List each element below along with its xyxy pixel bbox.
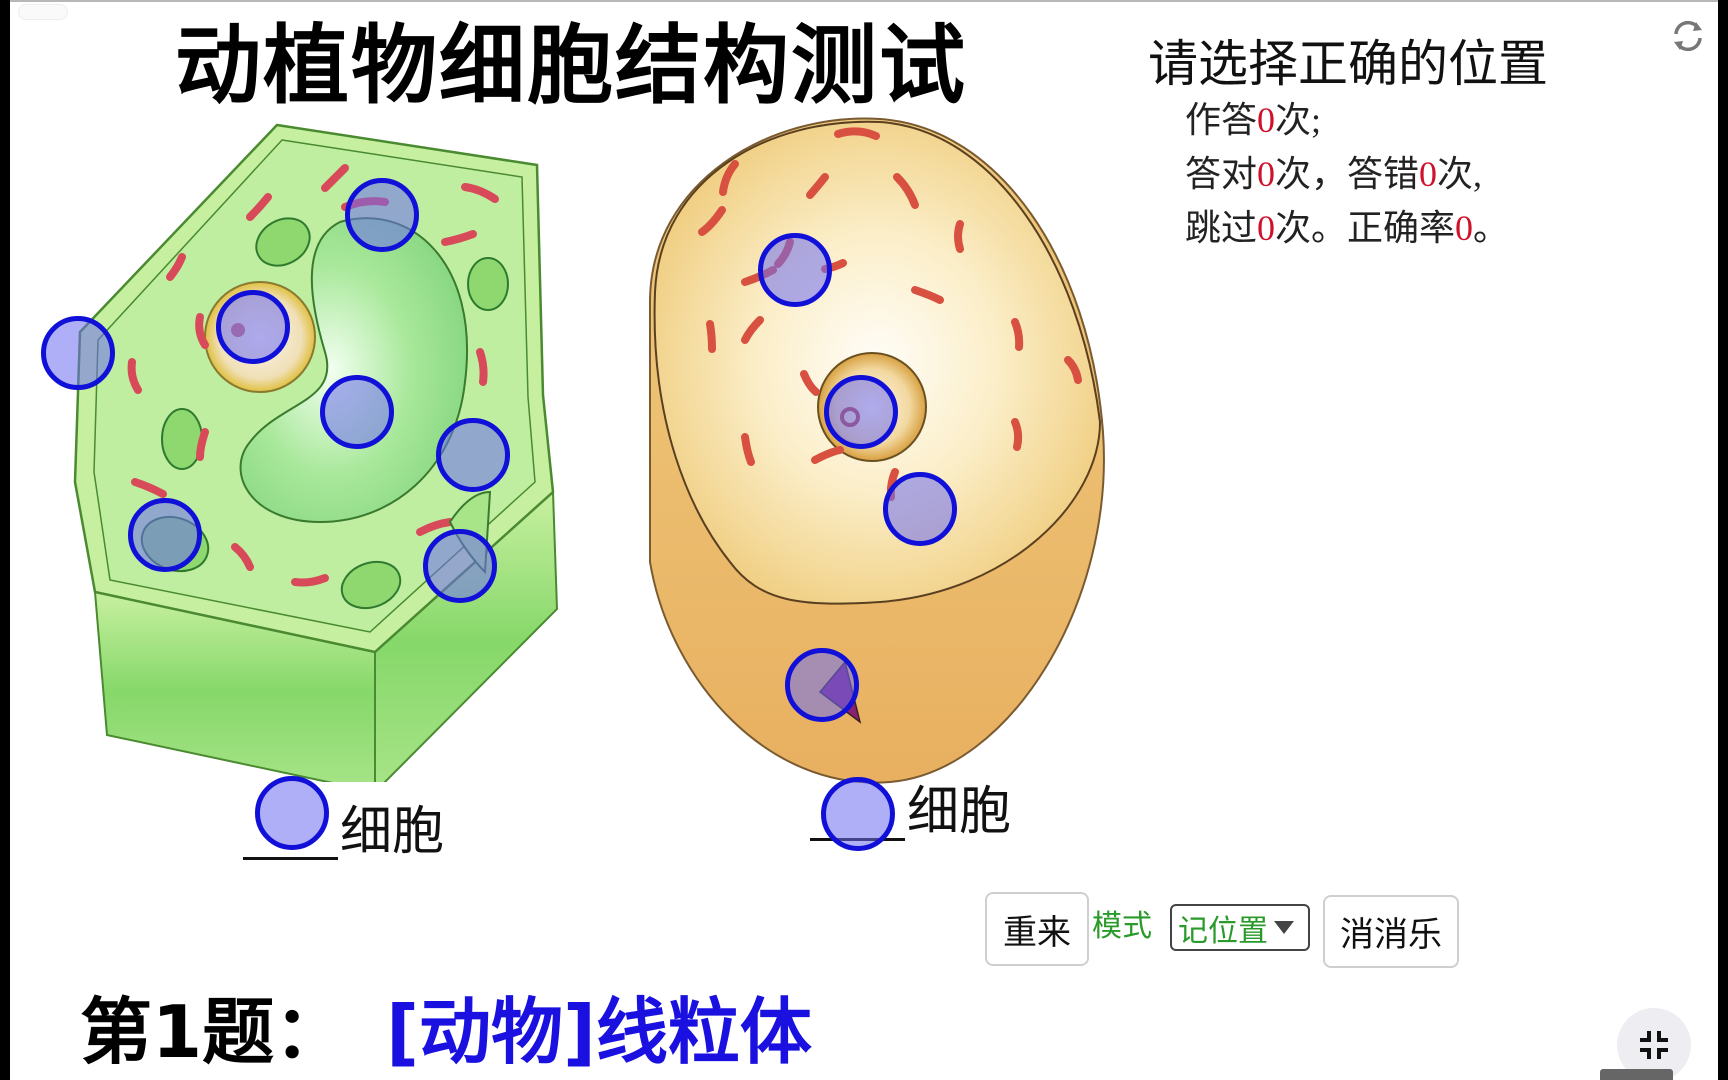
stats-line-answered: 作答0次; [1185, 98, 1321, 142]
stat-label: 答对 [1185, 154, 1258, 194]
mode-select[interactable]: 记位置 [1170, 904, 1310, 951]
stat-label: 次; [1275, 100, 1322, 140]
stat-label: 答错 [1347, 154, 1420, 194]
plant-hotspot-mitochondrion-right[interactable] [436, 418, 510, 492]
restart-button[interactable]: 重来 [985, 892, 1089, 966]
quiz-screen: 动植物细胞结构测试 请选择正确的位置 作答0次; 答对0次，答错0次, 跳过0次… [10, 0, 1718, 1080]
correct-count: 0 [1257, 154, 1276, 194]
stat-label: 正确率 [1347, 208, 1456, 248]
plant-cell-illustration [73, 123, 559, 782]
animal-hotspot-cell-type[interactable] [821, 777, 895, 851]
question-target: [动物]线粒体 [386, 990, 812, 1074]
answered-count: 0 [1257, 100, 1276, 140]
skipped-count: 0 [1257, 208, 1276, 248]
stat-label: 。 [1473, 208, 1510, 248]
mode-label: 模式 [1092, 909, 1152, 944]
plant-hotspot-vacuole[interactable] [320, 375, 394, 449]
stat-label: 次。 [1275, 208, 1348, 248]
plant-hotspot-membrane[interactable] [423, 529, 497, 603]
animal-cell-label: 细胞 [907, 782, 1012, 842]
wrong-count: 0 [1419, 154, 1438, 194]
stat-label: 作答 [1185, 100, 1258, 140]
animal-hotspot-nucleus[interactable] [824, 375, 898, 449]
stat-label: 次, [1437, 154, 1483, 194]
plant-hotspot-chloroplast[interactable] [128, 498, 202, 572]
plant-blank-underline [243, 857, 338, 860]
plant-cell-label: 细胞 [340, 802, 445, 862]
stat-label: 跳过 [1185, 208, 1258, 248]
animal-hotspot-cytoplasm[interactable] [883, 472, 957, 546]
animal-cell-illustration [649, 117, 1105, 784]
animal-hotspot-membrane[interactable] [785, 648, 859, 722]
plant-hotspot-cell-type[interactable] [255, 776, 329, 850]
plant-hotspot-cell-wall[interactable] [41, 316, 115, 390]
stat-label: 次， [1275, 154, 1348, 194]
stats-line-correct-wrong: 答对0次，答错0次, [1185, 152, 1482, 196]
accuracy-value: 0 [1455, 208, 1474, 248]
question-number: 第1题： [80, 990, 347, 1074]
bottom-overlay-tab [1600, 1069, 1673, 1080]
caret-down-icon [1274, 921, 1294, 934]
match-game-button[interactable]: 消消乐 [1323, 895, 1459, 968]
animal-hotspot-mitochondrion[interactable] [758, 233, 832, 307]
collapse-fullscreen-button[interactable] [1617, 1008, 1691, 1080]
mode-select-value: 记位置 [1178, 913, 1268, 949]
plant-hotspot-nucleus[interactable] [216, 290, 290, 364]
plant-hotspot-mitochondrion-top[interactable] [345, 178, 419, 252]
tab-ghost [18, 4, 68, 20]
stats-line-skipped-accuracy: 跳过0次。正确率0。 [1185, 206, 1509, 250]
refresh-icon[interactable] [1666, 14, 1710, 58]
question-prompt: 第1题： [动物]线粒体 [80, 987, 812, 1077]
instruction-heading: 请选择正确的位置 [1148, 35, 1548, 93]
page-title: 动植物细胞结构测试 [175, 16, 967, 116]
collapse-fullscreen-icon [1640, 1031, 1668, 1059]
